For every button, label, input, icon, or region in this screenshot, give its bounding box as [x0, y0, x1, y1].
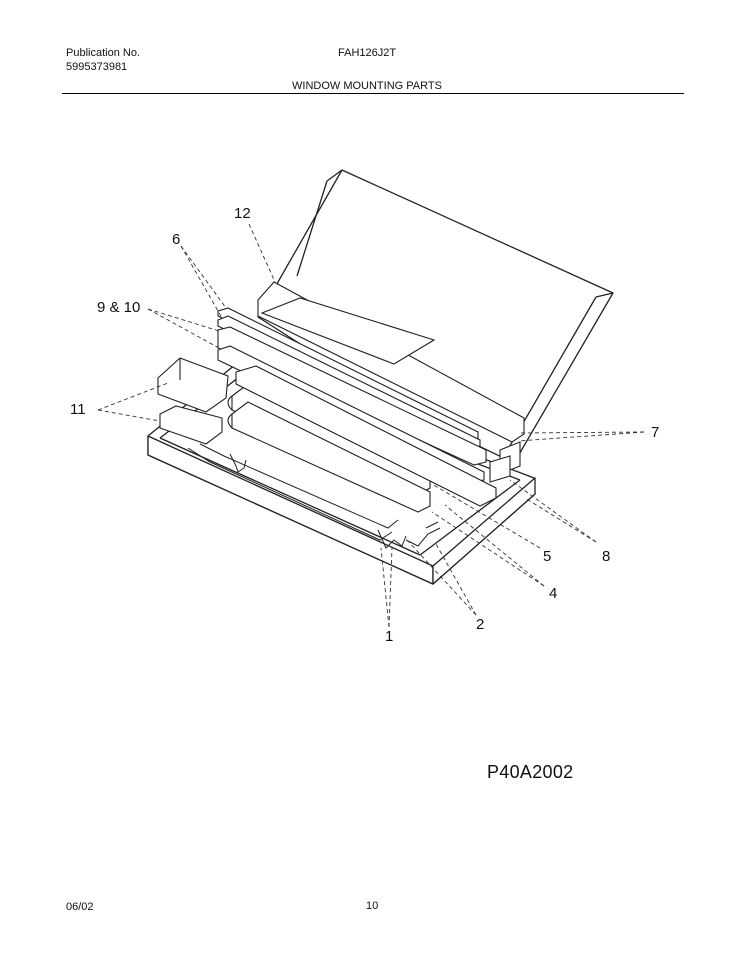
callout-2: 2: [476, 616, 484, 633]
section-title: WINDOW MOUNTING PARTS: [292, 80, 442, 92]
foam-strips: [227, 365, 497, 513]
window-channels: [187, 443, 441, 549]
callout-12: 12: [234, 205, 251, 222]
header-rule: [62, 93, 684, 94]
callout-6: 6: [172, 231, 180, 248]
callout-7: 7: [651, 424, 659, 441]
callout-1: 1: [385, 628, 393, 645]
publication-number: 5995373981: [66, 61, 128, 73]
callout-5: 5: [543, 548, 551, 565]
publication-label: Publication No.: [66, 47, 140, 59]
callout-4: 4: [549, 585, 557, 602]
footer-page-number: 10: [366, 900, 379, 912]
model-number: FAH126J2T: [338, 47, 397, 59]
side-foam-blocks: [157, 357, 521, 483]
leader-lines: [97, 223, 645, 628]
callout-11: 11: [70, 401, 86, 418]
callout-9-and-10: 9 & 10: [97, 299, 140, 316]
footer-date: 06/02: [66, 901, 94, 913]
callout-8: 8: [602, 548, 610, 565]
diagram-plate-id: P40A2002: [487, 762, 574, 782]
